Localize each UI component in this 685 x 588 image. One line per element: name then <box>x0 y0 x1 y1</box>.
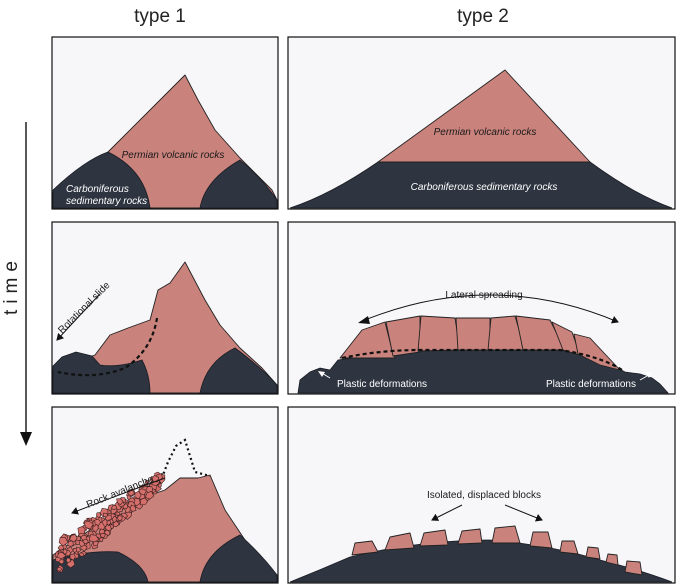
sedimentary-right <box>199 534 278 583</box>
debris-fragment <box>69 534 78 543</box>
column-header-type1: type 1 <box>134 6 186 27</box>
debris-fragment <box>94 518 101 526</box>
time-axis-label: time <box>1 255 22 315</box>
column-header-type2: type 2 <box>457 6 509 27</box>
debris-fragment <box>88 534 100 543</box>
displaced-block <box>605 553 619 566</box>
label-permian: Permian volcanic rocks <box>434 127 537 138</box>
debris-fragment <box>129 504 137 512</box>
debris-fragment <box>92 523 99 533</box>
displaced-block <box>491 525 521 544</box>
debris-fragment <box>117 515 123 522</box>
spread-block <box>417 315 461 352</box>
debris-fragment <box>62 548 68 555</box>
debris-fragment <box>99 532 106 538</box>
debris-fragment <box>80 534 87 541</box>
lateral-spreading-arrow <box>359 294 619 324</box>
debris-fragment <box>58 536 69 547</box>
blocks-arrow-left <box>431 504 463 521</box>
label-carboniferous-a: Carboniferous <box>66 184 129 195</box>
rotational-slide-arrow <box>56 293 101 341</box>
panel-type2-initial: Permian volcanic rocks Carboniferous sed… <box>287 36 676 210</box>
plastic-arrowhead-left <box>318 371 325 377</box>
displaced-blocks <box>351 525 643 576</box>
debris-fragment <box>56 552 67 560</box>
plastic-arrow-right <box>639 374 650 381</box>
displaced-block <box>585 546 601 560</box>
panel-type1-slide: Rotational slide <box>51 221 279 395</box>
panel-type1-initial: Permian volcanic rocks Carboniferous sed… <box>51 36 279 210</box>
avalanche-debris <box>54 471 166 573</box>
debris-fragment <box>56 566 63 572</box>
spread-block <box>455 317 491 351</box>
debris-fragment <box>138 488 147 496</box>
debris-fragment <box>77 526 86 535</box>
label-isolated-blocks: Isolated, displaced blocks <box>427 490 541 501</box>
debris-fragment <box>69 553 76 561</box>
debris-fragment <box>83 520 94 530</box>
displaced-block <box>559 540 579 555</box>
displaced-block <box>419 529 449 547</box>
label-carboniferous-b: sedimentary rocks <box>66 196 147 207</box>
spread-block <box>573 333 621 371</box>
detachment-dashed <box>341 348 623 371</box>
sedimentary-right <box>199 347 278 394</box>
lateral-spreading-arrowhead-left <box>358 316 370 324</box>
volcanic-blocks <box>339 315 621 371</box>
sedimentary-base <box>289 539 673 583</box>
debris-fragment <box>112 520 120 528</box>
sedimentary-left <box>52 551 149 583</box>
label-lateral-spreading: Lateral spreading <box>445 290 522 301</box>
sedimentary-right <box>199 159 278 209</box>
label-plastic-left: Plastic deformations <box>337 379 427 390</box>
rock-avalanche-arrow <box>71 477 166 515</box>
blocks-arrow-right <box>504 504 543 522</box>
debris-fragment <box>144 479 150 485</box>
debris-fragment <box>58 558 65 565</box>
debris-fragment <box>103 512 109 518</box>
panel-type2-blocks: Isolated, displaced blocks <box>287 406 676 584</box>
debris-fragment <box>72 547 77 554</box>
debris-fragment <box>144 490 155 500</box>
sedimentary-left <box>52 151 151 209</box>
debris-fragment <box>151 475 159 483</box>
debris-fragment <box>134 490 142 500</box>
displaced-block <box>624 560 643 576</box>
debris-fragment <box>78 552 85 557</box>
spread-block <box>515 315 566 351</box>
displaced-block <box>457 528 483 545</box>
former-summit-dotted <box>158 438 211 484</box>
displaced-block <box>384 532 415 551</box>
displaced-block <box>351 540 379 556</box>
volcanic-cone <box>377 69 591 163</box>
label-carboniferous: Carboniferous sedimentary rocks <box>411 182 558 193</box>
debris-fragment <box>157 482 162 488</box>
displaced-block <box>529 531 553 549</box>
debris-fragment <box>106 520 111 527</box>
debris-fragment <box>116 498 124 506</box>
debris-fragment <box>96 512 102 519</box>
time-arrow <box>20 122 32 446</box>
debris-fragment <box>67 540 74 548</box>
label-permian: Permian volcanic rocks <box>122 150 225 161</box>
debris-fragment <box>111 504 118 511</box>
sedimentary-left <box>52 351 151 394</box>
spread-block <box>385 315 421 357</box>
label-plastic-right: Plastic deformations <box>546 379 636 390</box>
panel-type2-spreading: Lateral spreading Plastic deformations P… <box>287 221 676 395</box>
debris-fragment <box>57 545 64 551</box>
panel-type1-avalanche: Rock avalanche <box>51 406 279 584</box>
debris-fragment <box>140 497 149 506</box>
